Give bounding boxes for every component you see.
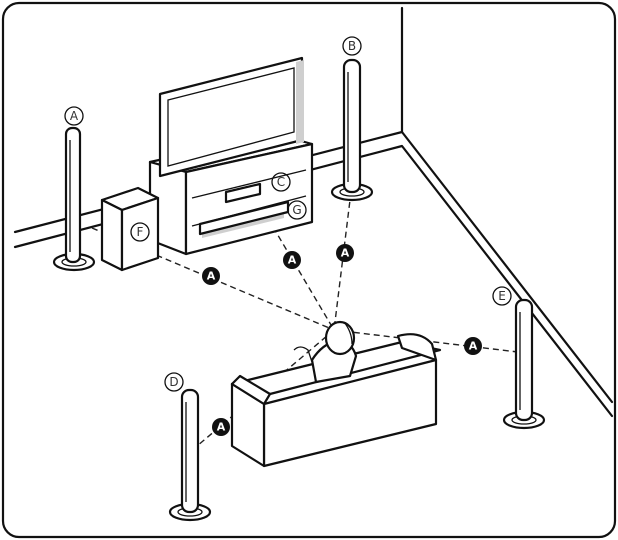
svg-text:G: G [292, 203, 301, 217]
svg-text:C: C [277, 175, 285, 189]
label-front-right: B [342, 36, 362, 56]
svg-text:E: E [498, 289, 506, 303]
front-left-tower [52, 126, 96, 272]
svg-text:A: A [341, 247, 350, 260]
distance-marker: A [336, 244, 354, 262]
svg-text:A: A [288, 254, 297, 267]
label-front-left: A [64, 106, 84, 126]
distance-markers: A A A A A [202, 244, 482, 436]
distance-marker: A [283, 251, 301, 269]
front-right-tower [330, 58, 374, 202]
center-speaker [224, 182, 262, 204]
tv-stand [148, 132, 314, 256]
svg-text:A: A [70, 109, 79, 123]
svg-text:F: F [137, 225, 144, 239]
surround-left-tower [168, 388, 212, 522]
svg-text:B: B [348, 39, 356, 53]
surround-right-tower [502, 298, 546, 430]
label-surround-left: D [164, 372, 184, 392]
label-bar: G [287, 200, 307, 220]
label-subwoofer: F [130, 222, 150, 242]
svg-text:A: A [207, 270, 216, 283]
speaker-labels: A B C G F E D [64, 36, 512, 392]
distance-marker: A [464, 337, 482, 355]
svg-text:A: A [469, 340, 478, 353]
listener [293, 320, 358, 384]
subwoofer [100, 186, 160, 272]
svg-text:D: D [169, 375, 178, 389]
label-center: C [271, 172, 291, 192]
svg-text:A: A [217, 421, 226, 434]
television [158, 56, 304, 178]
distance-marker: A [202, 267, 220, 285]
listener-head [324, 320, 356, 356]
distance-marker: A [212, 418, 230, 436]
label-surround-right: E [492, 286, 512, 306]
